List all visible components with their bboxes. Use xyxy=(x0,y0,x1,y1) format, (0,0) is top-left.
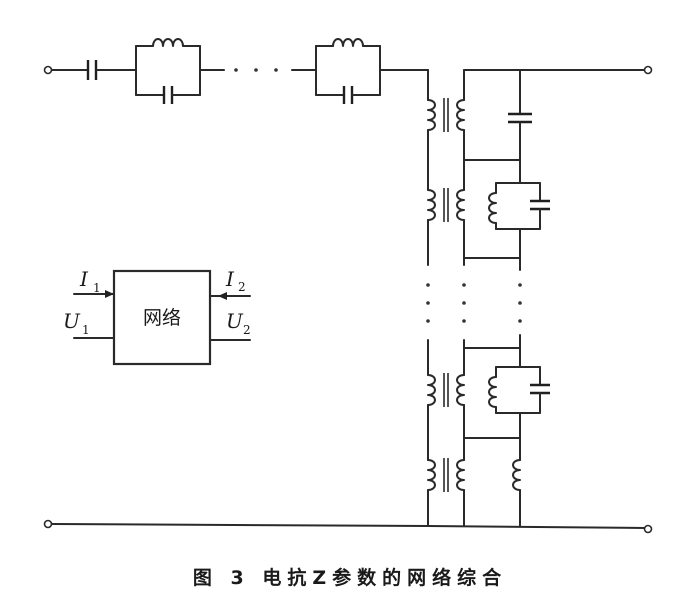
shunt-lc-tank-1 xyxy=(488,182,550,230)
input-voltage-symbol: U xyxy=(63,309,81,333)
series-capacitor xyxy=(86,60,98,80)
tank-inductor-icon xyxy=(152,38,184,47)
parallel-lc-tank-1 xyxy=(135,38,201,104)
parallel-lc-tank-2 xyxy=(315,38,381,104)
input-terminal-bottom xyxy=(43,519,53,529)
continuation-dots-vertical xyxy=(426,283,522,323)
output-current-subscript: 2 xyxy=(238,280,246,294)
output-terminal-top xyxy=(643,65,653,75)
output-current-symbol: I xyxy=(225,267,235,291)
shunt-inductor xyxy=(512,459,521,491)
output-voltage-subscript: 2 xyxy=(243,323,251,337)
primary-winding-column xyxy=(427,99,436,527)
input-terminal-top xyxy=(43,65,53,75)
continuation-dots-horizontal xyxy=(234,68,278,72)
input-current-arrow-icon xyxy=(105,290,114,298)
secondary-winding-column xyxy=(456,69,465,527)
shunt-branch-column xyxy=(463,69,550,527)
network-label: 网络 xyxy=(143,307,181,329)
series-ladder xyxy=(43,38,429,104)
transformer-ladder xyxy=(426,65,653,527)
figure-caption: 图 3 电抗Z参数的网络综合 xyxy=(192,567,508,589)
shunt-capacitor xyxy=(508,112,532,124)
tank-inductor-icon xyxy=(332,38,364,47)
shunt-lc-tank-2 xyxy=(488,366,550,414)
two-port-network-block: 网络 I 1 U 1 I 2 U 2 xyxy=(63,267,251,366)
output-current-arrow-icon xyxy=(218,292,227,300)
input-voltage-subscript: 1 xyxy=(82,323,90,337)
output-voltage-symbol: U xyxy=(226,309,244,333)
output-terminal-bottom xyxy=(643,524,653,534)
network-box xyxy=(112,269,212,366)
transformer-cores xyxy=(443,98,449,492)
ground-rail xyxy=(43,519,653,534)
input-current-symbol: I xyxy=(79,267,89,291)
input-current-subscript: 1 xyxy=(93,281,101,295)
